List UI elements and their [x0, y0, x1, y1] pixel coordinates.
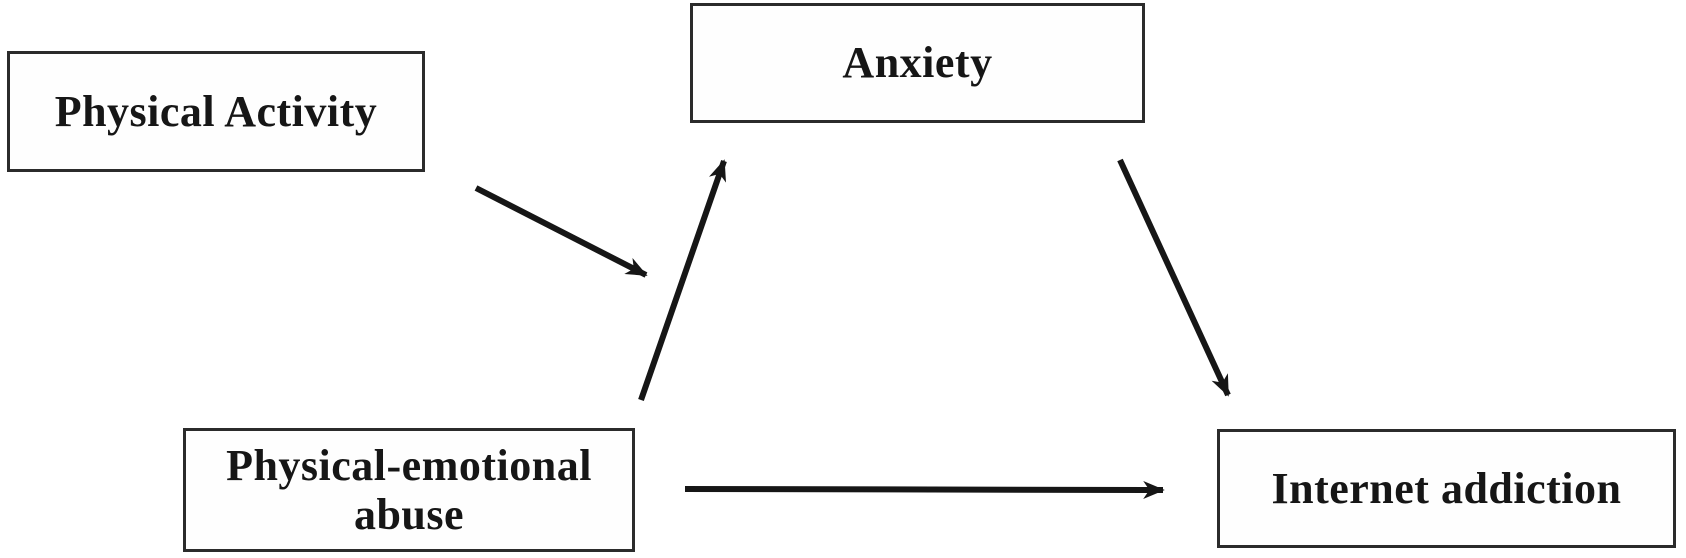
arrow-anxiety-to-internet-addiction: [1117, 158, 1231, 397]
node-anxiety-label: Anxiety: [842, 38, 993, 88]
node-physical-emotional-abuse: Physical-emotional abuse: [183, 428, 635, 552]
node-internet-addiction-label: Internet addiction: [1271, 463, 1622, 513]
node-physical-activity: Physical Activity: [7, 51, 425, 172]
node-internet-addiction: Internet addiction: [1217, 429, 1676, 548]
arrow-physical-activity-to-mediation-path: [474, 185, 648, 278]
node-physical-emotional-abuse-label: Physical-emotional abuse: [226, 440, 592, 539]
arrow-abuse-to-internet-addiction: [684, 480, 1165, 499]
node-anxiety: Anxiety: [690, 3, 1145, 123]
arrow-abuse-to-anxiety: [638, 159, 727, 401]
node-physical-activity-label: Physical Activity: [54, 86, 378, 136]
